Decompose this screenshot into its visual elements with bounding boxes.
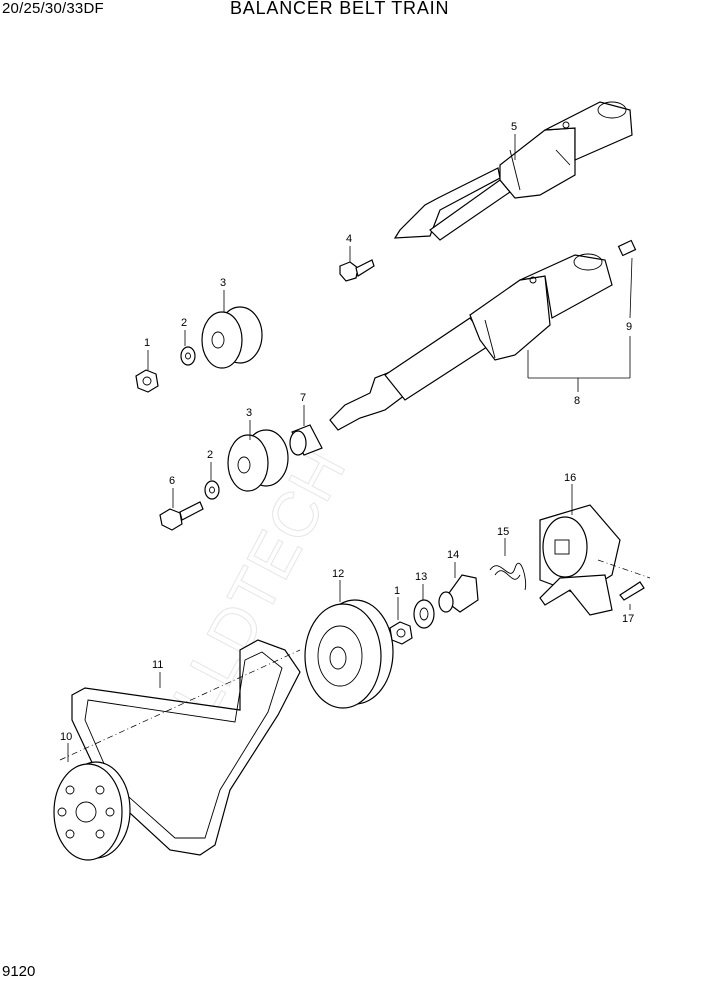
callout-10: 10: [60, 731, 72, 743]
callout-2-upper: 2: [181, 317, 187, 329]
washer-part-2-lower: [204, 480, 220, 500]
plug-part-9: [617, 239, 637, 257]
leader-lines: [67, 134, 633, 762]
callout-2-lower: 2: [207, 449, 213, 461]
callout-5: 5: [511, 121, 517, 133]
tensioner-part-16: [539, 504, 621, 616]
model-code: 20/25/30/33DF: [2, 0, 104, 17]
washer-part-13: [413, 599, 435, 629]
spring-part-15: [489, 562, 527, 591]
callout-3-lower: 3: [246, 407, 252, 419]
crank-pulley-part-10: [53, 761, 131, 861]
page-number: 9120: [2, 963, 36, 980]
callout-1-lower: 1: [394, 585, 400, 597]
callout-8: 8: [574, 395, 580, 407]
balancer-shaft-lower: [329, 253, 613, 431]
callout-11: 11: [152, 659, 163, 671]
nut-part-1-upper: [135, 369, 159, 393]
nut-part-1-lower: [389, 621, 413, 645]
bolt-part-6: [159, 501, 204, 531]
callout-1-upper: 1: [144, 337, 150, 349]
sprocket-part-12: [304, 599, 394, 709]
collar-part-14: [438, 574, 479, 613]
washer-part-2-upper: [180, 346, 196, 366]
callout-17: 17: [622, 613, 634, 625]
page-title: BALANCER BELT TRAIN: [230, 0, 450, 18]
callout-3-upper: 3: [220, 277, 226, 289]
balancer-shaft-upper: [393, 101, 633, 241]
callout-12: 12: [332, 568, 344, 580]
callout-14: 14: [447, 549, 459, 561]
callout-6: 6: [169, 475, 175, 487]
callout-13: 13: [415, 571, 427, 583]
callout-15: 15: [497, 526, 509, 538]
bolt-part-17: [597, 559, 651, 601]
callout-4: 4: [346, 233, 352, 245]
spacer-part-7: [289, 424, 323, 456]
bolt-part-4: [339, 259, 375, 282]
pulley-part-3-upper: [201, 306, 263, 369]
callout-9: 9: [626, 321, 632, 333]
callout-7: 7: [300, 392, 306, 404]
callout-labels: 1 2 3 4 5 9 8 7 3 2 6 16 15 14 12 13 1 1…: [60, 121, 634, 743]
callout-16: 16: [564, 472, 576, 484]
pulley-part-3-lower: [227, 429, 289, 492]
